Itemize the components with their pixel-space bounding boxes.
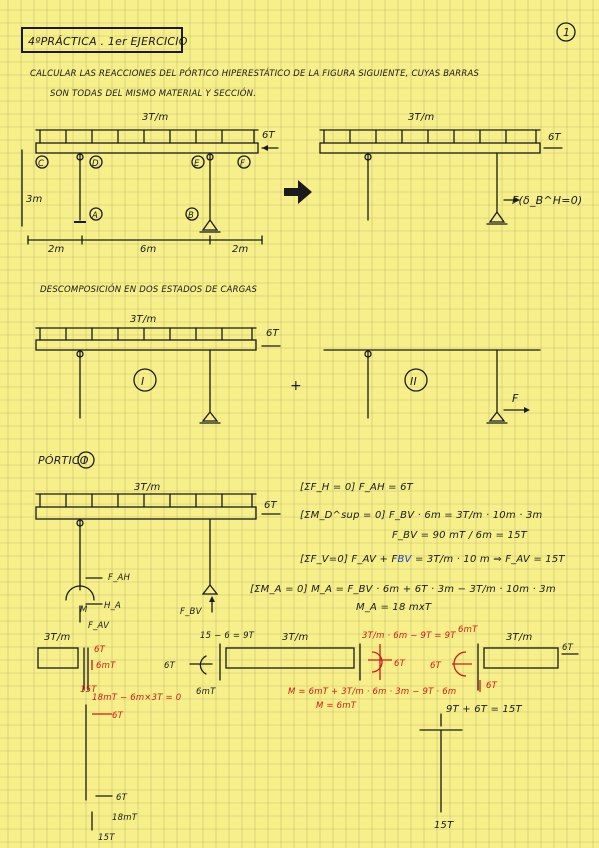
portico-label: I	[83, 454, 86, 467]
fig1-node-b: B	[188, 211, 194, 221]
b-15-6: 15 − 6 = 9T	[200, 631, 255, 641]
bottom-right-fbd	[419, 643, 579, 813]
portico-label-circle	[77, 451, 95, 469]
portico-title: PÓRTICO	[38, 454, 89, 467]
fig1-node-a: A	[91, 211, 98, 221]
right-15t: 15T	[434, 820, 454, 831]
mid-eq2: M = 6mT	[316, 701, 357, 711]
p1-m-a: M	[80, 605, 88, 615]
node-b-circle	[185, 207, 199, 221]
fig1-node-f: F	[240, 159, 245, 169]
fig1-node-d: D	[92, 159, 99, 169]
node-c-circle	[35, 155, 49, 169]
header-title: 4ºPRÁCTICA . 1er EJERCICIO	[28, 35, 188, 48]
fig2-load-dist: 3T/m	[408, 112, 434, 123]
fig1-load-point: 6T	[262, 130, 276, 141]
bottom-left-load: 3T/m	[44, 632, 70, 643]
fig1-span-left: 2m	[48, 244, 65, 255]
figure-frame-2	[319, 129, 563, 225]
b-6mt: 6mT	[196, 687, 216, 697]
mid-eq1: M = 6mT + 3T/m · 6m · 3m − 9T · 6m	[288, 687, 456, 697]
eq5: M_A = 18 mxT	[356, 602, 432, 613]
state2-reaction: F	[512, 392, 519, 405]
eq2b: F_BV = 90 mT / 6m = 15T	[392, 530, 528, 541]
state1-load-point: 6T	[266, 328, 280, 339]
bottom-right-load: 3T/m	[506, 632, 532, 643]
p1-f-av: F_AV	[88, 621, 110, 631]
state-1-frame	[35, 327, 281, 424]
p1-load-dist: 3T/m	[134, 482, 160, 493]
bottom-r-eq1: 18mT − 6m×3T = 0	[92, 693, 181, 703]
right-6t-r: 6T	[562, 643, 574, 653]
col-6t: 6T	[116, 793, 128, 803]
state-2-frame	[323, 349, 541, 424]
decomposition-title: DESCOMPOSICIÓN EN DOS ESTADOS DE CARGAS	[40, 283, 258, 295]
bottom-mid-load: 3T/m	[282, 632, 308, 643]
bottom-left-fbd	[37, 647, 113, 831]
fig1-span-mid: 6m	[140, 244, 157, 255]
node-a-circle	[89, 207, 103, 221]
p1-load-point: 6T	[264, 500, 278, 511]
figure-frame-1	[21, 129, 279, 245]
portico-1-frame	[35, 493, 281, 623]
eq3-post: = 3T/m · 10 m ⇒ F_AV = 15T	[412, 554, 566, 565]
bottom-r-6t: 6T	[94, 645, 106, 655]
fig1-height: 3m	[26, 194, 43, 205]
mid-right-top: 3T/m · 6m − 9T = 9T	[362, 631, 456, 641]
implies-arrow-icon	[284, 180, 312, 204]
fig2-reaction: F(δ_B^H=0)	[512, 194, 582, 207]
plus-sign: +	[290, 378, 302, 394]
p1-h-a: H_A	[104, 601, 121, 611]
p1-f-ah: F_AH	[108, 573, 131, 583]
right-sum: 9T + 6T = 15T	[446, 704, 523, 715]
state2-label: II	[410, 375, 417, 388]
eq4: [ΣM_A = 0] M_A = F_BV · 6m + 6T · 3m − 3…	[250, 584, 556, 595]
title-box	[21, 27, 183, 53]
page-number-circle	[556, 22, 576, 42]
statement-line-1: CALCULAR LAS REACCIONES DEL PÓRTICO HIPE…	[30, 67, 480, 79]
fig1-span-right: 2m	[232, 244, 249, 255]
p1-f-bv: F_BV	[180, 607, 203, 617]
eq2a: [ΣM_D^sup = 0] F_BV · 6m = 3T/m · 10m · …	[300, 510, 543, 521]
eq3: [ΣF_V=0] F_AV + FBV = 3T/m · 10 m ⇒ F_AV…	[300, 554, 565, 565]
page-number: 1	[563, 26, 570, 39]
col-15t: 15T	[98, 833, 115, 843]
bottom-r-6t-b: 6T	[112, 711, 124, 721]
state1-label: I	[141, 375, 144, 388]
col-18mt: 18mT	[112, 813, 138, 823]
bottom-r-6mt: 6mT	[96, 661, 116, 671]
fig1-node-e: E	[194, 159, 200, 169]
eq3-pre: [ΣF_V=0] F_AV + F	[300, 554, 398, 565]
mid-right-6t: 6T	[394, 659, 406, 669]
b-6t-left: 6T	[164, 661, 176, 671]
statement-line-2: SON TODAS DEL MISMO MATERIAL Y SECCIÓN.	[50, 87, 256, 99]
node-e-circle	[191, 155, 205, 169]
right-6mt: 6mT	[458, 625, 478, 635]
right-6t-b: 6T	[486, 681, 498, 691]
bottom-r-15t: 15T	[80, 685, 97, 695]
right-6t: 6T	[430, 661, 442, 671]
fig1-node-c: C	[38, 159, 44, 169]
bottom-middle-fbd	[189, 643, 392, 681]
fig1-load-dist: 3T/m	[142, 112, 168, 123]
state1-load-dist: 3T/m	[130, 314, 156, 325]
fig2-load-point: 6T	[548, 132, 562, 143]
eq3-blue: BV	[397, 554, 412, 565]
node-d-circle	[89, 155, 103, 169]
node-f-circle	[237, 155, 251, 169]
eq1: [ΣF_H = 0] F_AH = 6T	[300, 482, 414, 493]
